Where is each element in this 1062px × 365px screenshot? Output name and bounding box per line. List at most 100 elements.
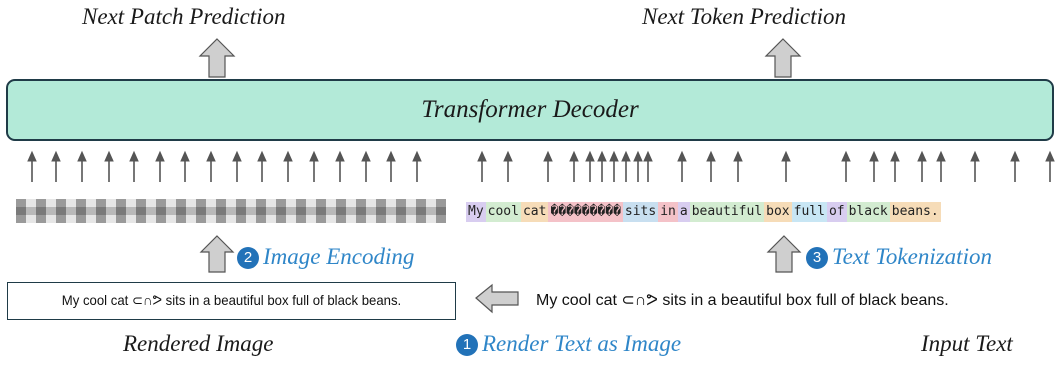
patch-cell [156, 199, 166, 207]
input-arrow-head [257, 150, 267, 162]
input-arrow-head [597, 150, 607, 162]
input-arrow-head [585, 150, 595, 162]
image-encoding-text: Image Encoding [263, 244, 415, 269]
next-patch-prediction-label: Next Patch Prediction [82, 4, 286, 29]
patch-cell [216, 199, 226, 207]
patch-cell [326, 199, 336, 207]
patch-cell [116, 207, 126, 215]
patch-cell [16, 199, 26, 207]
patch-cell [26, 207, 36, 215]
patch-cell [86, 215, 96, 223]
patch-cell [356, 207, 366, 215]
input-text-label: Input Text [921, 331, 1013, 356]
input-arrow-head [970, 150, 980, 162]
patch-cell [346, 215, 356, 223]
patch-cell [326, 207, 336, 215]
render-text-text: Render Text as Image [482, 331, 682, 356]
patch-cell [156, 207, 166, 215]
patch-cell [136, 215, 146, 223]
patch-cell [316, 207, 326, 215]
input-arrow-head [335, 150, 345, 162]
rendered-image-box: My cool cat ⊂∩ᕗ sits in a beautiful box … [7, 282, 456, 320]
patch-cell [246, 215, 256, 223]
rendered-sentence: My cool cat ⊂∩ᕗ sits in a beautiful box … [61, 292, 402, 308]
patch-cell [306, 199, 316, 207]
patch-cell [36, 215, 46, 223]
input-arrow-head [27, 150, 37, 162]
patch-cell [86, 207, 96, 215]
transformer-decoder-label: Transformer Decoder [421, 96, 639, 123]
patch-cell [346, 207, 356, 215]
token-6: a [677, 202, 690, 222]
patch-cell [386, 215, 396, 223]
patch-cell [116, 199, 126, 207]
patch-cell [206, 207, 216, 215]
patch-cell [246, 199, 256, 207]
render-arrow [475, 283, 519, 314]
patch-cell [76, 207, 86, 215]
token-7: beautiful [689, 202, 765, 222]
input-arrow-head [129, 150, 139, 162]
patch-cell [406, 207, 416, 215]
patch-cell [306, 215, 316, 223]
input-arrows [27, 150, 1055, 182]
patch-cell [266, 207, 276, 215]
patch-cell [366, 199, 376, 207]
patch-cell [36, 199, 46, 207]
patch-cell [386, 199, 396, 207]
patch-cell [216, 207, 226, 215]
patch-cell [176, 215, 186, 223]
patch-cell [226, 207, 236, 215]
patch-cell [416, 215, 426, 223]
patch-cell [196, 199, 206, 207]
patch-cell [396, 215, 406, 223]
token-output-arrow [764, 38, 802, 78]
patch-cell [196, 215, 206, 223]
input-arrow-head [677, 150, 687, 162]
patch-cell [76, 215, 86, 223]
patch-cell [266, 215, 276, 223]
patch-cell [286, 207, 296, 215]
patch-cell [296, 199, 306, 207]
patch-cell [416, 199, 426, 207]
token-0: My [466, 202, 486, 222]
patch-cell [336, 215, 346, 223]
input-arrow-head [733, 150, 743, 162]
input-arrow-head [633, 150, 643, 162]
patch-output-arrow [198, 38, 236, 78]
patch-cell [196, 207, 206, 215]
patch-cell [146, 207, 156, 215]
patch-cell [126, 199, 136, 207]
patch-cell [126, 215, 136, 223]
patch-cell [76, 199, 86, 207]
patch-cell [156, 215, 166, 223]
patch-cell [166, 207, 176, 215]
patch-cell [166, 215, 176, 223]
input-arrow-head [51, 150, 61, 162]
patch-cell [56, 215, 66, 223]
token-4: sits [622, 202, 659, 222]
token-10: of [826, 202, 847, 222]
input-arrow-head [917, 150, 927, 162]
patch-cell [136, 199, 146, 207]
patch-cell [66, 215, 76, 223]
patch-cell [96, 207, 106, 215]
patch-cell [166, 199, 176, 207]
patch-cell [396, 207, 406, 215]
token-12: beans. [889, 202, 941, 222]
input-arrow-head [155, 150, 165, 162]
patch-cell [366, 215, 376, 223]
patch-cell [176, 207, 186, 215]
patch-cell [276, 215, 286, 223]
input-arrow-head [643, 150, 653, 162]
patch-cell [376, 207, 386, 215]
input-arrow-head [503, 150, 513, 162]
patch-cell [106, 215, 116, 223]
patch-cell [386, 207, 396, 215]
patch-cell [276, 207, 286, 215]
patch-cell [266, 199, 276, 207]
patch-cell [326, 215, 336, 223]
patch-cell [136, 207, 146, 215]
